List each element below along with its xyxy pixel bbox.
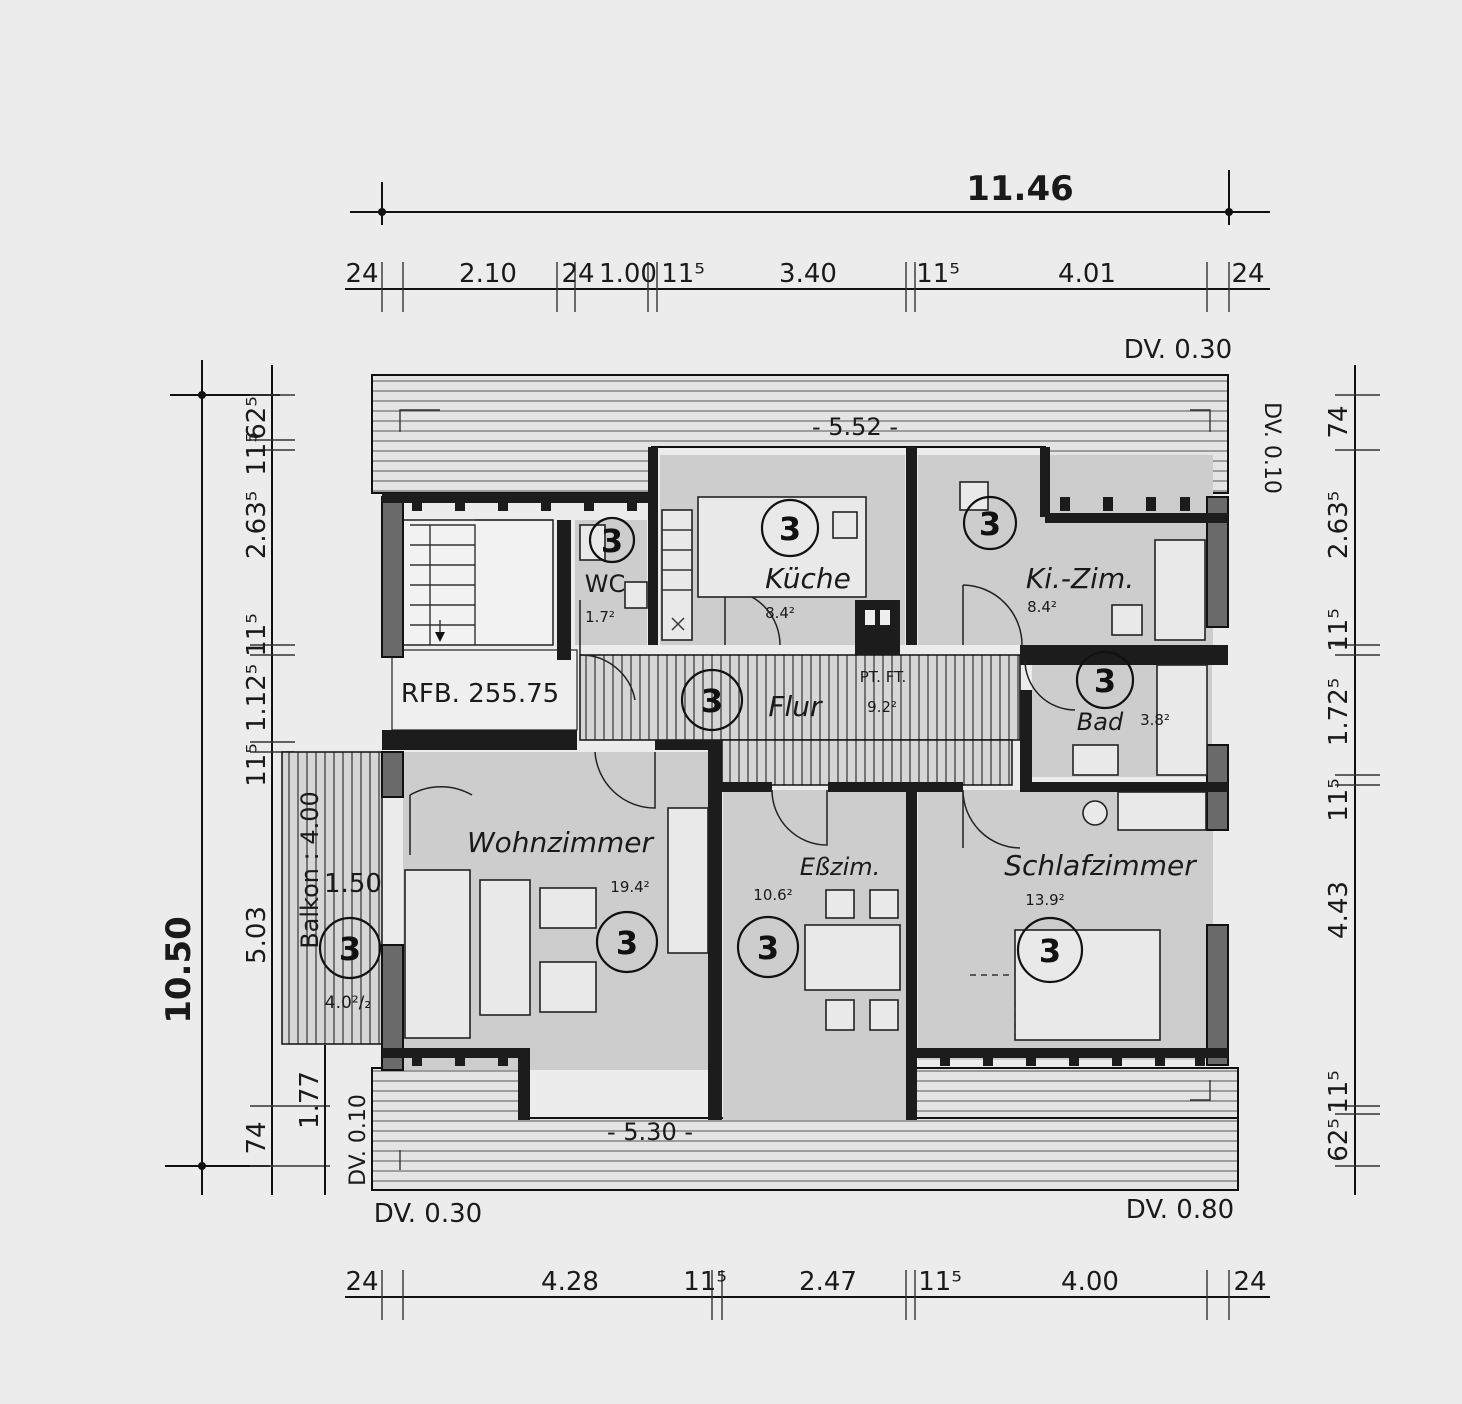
left-dim-6: 5.03 [242,906,272,964]
left-dim-2: 2.63⁵ [242,491,272,559]
roof-bottom-side-label: DV. 0.10 [346,1094,371,1186]
roof-top-right-label: DV. 0.30 [1124,335,1232,365]
kueche-area: 8.4² [765,604,795,622]
roof-top-span: - 5.52 - [812,413,898,441]
balcony-number: 3 [339,930,361,968]
right-dim-7: 62⁵ [1324,1118,1354,1162]
left-dim-8: 1.77 [295,1071,325,1129]
roof-top: - 5.52 - DV. 0.30 DV. 0.10 [371,335,1284,494]
bottom-dim-4: 11⁵ [918,1267,962,1297]
overall-width-label: 11.46 [966,169,1074,209]
left-dim-5: 11⁵ [242,743,272,787]
wc-area: 1.7² [585,608,615,626]
bottom-dim-1: 4.28 [541,1267,599,1297]
top-dim-2: 24 [561,259,594,289]
bad-name: Bad [1077,708,1124,736]
right-dim-2: 11⁵ [1324,608,1354,652]
room-labels: 3 WC 1.7² 3 Küche 8.4² 3 Ki.-Zim. 8.4² 3… [467,495,1197,984]
schlaf-name: Schlafzimmer [1004,849,1197,882]
wohn-area: 19.4² [610,878,649,896]
top-dim-7: 4.01 [1058,259,1116,289]
bad-area: 3.8² [1140,711,1170,729]
ess-number: 3 [757,929,779,967]
wohn-name: Wohnzimmer [467,826,655,859]
wc-number: 3 [601,522,623,560]
overall-depth-dimension: 10.50 [159,360,280,1195]
flur-number: 3 [701,682,723,720]
bad-number-circle [1075,650,1135,710]
flur-number-circle [680,668,744,732]
bottom-dim-0: 24 [345,1267,378,1297]
kueche-name: Küche [765,562,851,595]
ess-number-circle [736,915,800,979]
wohn-number-circle [595,910,659,974]
furniture: PT. FT. [404,481,1208,1041]
wohn-number: 3 [616,924,638,962]
schlaf-number-circle [1016,916,1084,984]
kizim-number: 3 [979,505,1001,543]
ess-name: Eßzim. [800,853,881,881]
left-dim-1: 11⁵ [242,432,272,476]
right-dim-0: 74 [1324,405,1354,438]
left-dimension-chain: 62⁵ 11⁵ 2.63⁵ 11⁵ 1.12⁵ 11⁵ 5.03 74 1.77 [242,365,330,1195]
kueche-number: 3 [779,510,801,548]
schlaf-area: 13.9² [1025,891,1064,909]
kizim-name: Ki.-Zim. [1026,562,1134,595]
bottom-dimension-chain: 24 4.28 11⁵ 2.47 11⁵ 4.00 24 [345,1267,1270,1320]
right-dim-6: 11⁵ [1324,1070,1354,1114]
right-dim-5: 4.43 [1324,881,1354,939]
walls [381,447,1229,1120]
roof-bottom-left-label: DV. 0.30 [374,1199,482,1229]
right-dim-3: 1.72⁵ [1324,678,1354,746]
bottom-dim-6: 24 [1233,1267,1266,1297]
top-dim-3: 1.00 [599,259,657,289]
stair-label: RFB. 255.75 [401,679,559,709]
left-dim-7: 74 [242,1121,272,1154]
balcony-width: 1.50 [324,869,382,899]
kueche-number-circle [760,498,820,558]
top-dim-0: 24 [345,259,378,289]
bottom-dim-5: 4.00 [1061,1267,1119,1297]
ess-area: 10.6² [753,886,792,904]
roof-bottom-right-label: DV. 0.80 [1126,1195,1234,1225]
flur-floor-lower [721,739,1013,786]
right-dimension-chain: 74 2.63⁵ 11⁵ 1.72⁵ 11⁵ 4.43 11⁵ 62⁵ [1324,365,1380,1195]
wc-name: WC [585,570,626,598]
flur-area: 9.2² [867,698,897,716]
overall-depth-label: 10.50 [159,916,199,1024]
bottom-dim-2: 11⁵ [683,1267,727,1297]
right-dim-4: 11⁵ [1324,778,1354,822]
top-dim-5: 3.40 [779,259,837,289]
left-dim-3: 11⁵ [242,613,272,657]
staircase: RFB. 255.75 [401,519,559,709]
top-dimension-chain: 24 2.10 24 1.00 11⁵ 3.40 11⁵ 4.01 24 [345,259,1270,312]
bad-number: 3 [1094,662,1116,700]
balcony-number-circle [318,916,382,980]
top-dim-4: 11⁵ [661,259,705,289]
top-dim-1: 2.10 [459,259,517,289]
bottom-dim-3: 2.47 [799,1267,857,1297]
kizim-number-circle [962,495,1018,551]
chimney-label: PT. FT. [860,668,906,686]
left-dim-4: 1.12⁵ [242,664,272,732]
right-dim-1: 2.63⁵ [1324,491,1354,559]
door-swings [409,584,1076,855]
kizim-area: 8.4² [1027,598,1057,616]
flur-name: Flur [768,690,823,723]
roof-bottom-span: - 5.30 - [607,1118,693,1146]
overall-width-dimension: 11.46 [350,169,1270,225]
schlaf-number: 3 [1039,932,1061,970]
wc-number-circle [588,516,636,564]
top-dim-8: 24 [1231,259,1264,289]
balcony: Balkon : 4.00 1.50 4.0²/₂ 3 [281,751,383,1045]
top-dim-6: 11⁵ [916,259,960,289]
balcony-label: Balkon : 4.00 [296,791,324,949]
roof-top-side-label: DV. 0.10 [1259,402,1284,494]
left-dim-0: 62⁵ [242,396,272,440]
balcony-area: 4.0²/₂ [325,993,371,1013]
